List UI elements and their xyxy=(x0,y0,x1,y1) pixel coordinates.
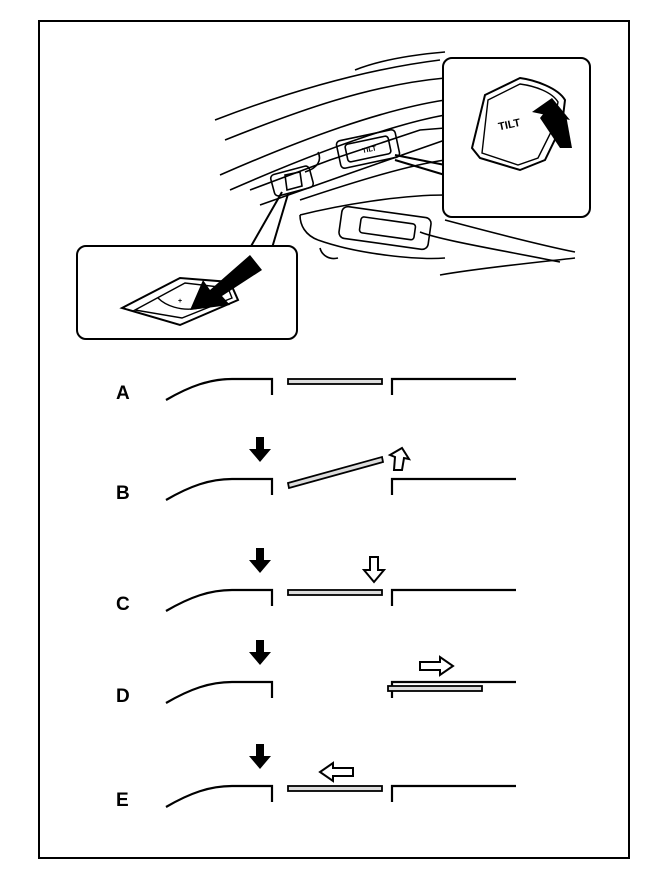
row-label-c: C xyxy=(116,594,130,615)
sunroof-glass-panel xyxy=(287,378,383,385)
rear-roof-line xyxy=(390,477,516,495)
slide-close-arrow-icon xyxy=(318,761,354,783)
rear-roof-line xyxy=(390,377,516,395)
sunroof-glass-panel xyxy=(287,589,383,596)
diagram-frame xyxy=(38,20,630,859)
row-label-d: D xyxy=(116,686,130,707)
slide-open-arrow-icon xyxy=(419,655,455,677)
rear-roof-line xyxy=(390,784,516,802)
slide-switch-detail: + xyxy=(76,245,298,340)
svg-text:+: + xyxy=(178,298,182,305)
tilt-up-arrow-icon xyxy=(387,446,412,471)
tilt-switch-label: TILT xyxy=(497,117,522,133)
button-press-arrow-icon xyxy=(249,548,271,573)
tilt-switch-label-small: TILT xyxy=(362,145,378,155)
sunroof-glass-panel xyxy=(286,455,385,490)
front-roof-line xyxy=(165,784,274,808)
button-press-arrow-icon xyxy=(249,744,271,769)
sunroof-glass-panel xyxy=(387,685,483,692)
rear-roof-line xyxy=(390,588,516,606)
front-roof-line xyxy=(165,477,274,501)
sunroof-glass-panel xyxy=(287,785,383,792)
press-arrow-icon xyxy=(190,255,262,310)
sunroof-sequence xyxy=(165,377,516,808)
row-label-b: B xyxy=(116,483,130,504)
button-press-arrow-icon xyxy=(249,640,271,665)
callout-leaders xyxy=(249,154,446,249)
rear-roof-line xyxy=(390,680,516,698)
front-roof-line xyxy=(165,680,274,704)
button-press-arrow-icon xyxy=(249,437,271,462)
tilt-switch-detail xyxy=(442,57,591,218)
overhead-console-illustration xyxy=(214,51,576,276)
tilt-down-arrow-icon xyxy=(361,556,387,584)
front-roof-line xyxy=(165,377,274,401)
front-roof-line xyxy=(165,588,274,612)
row-label-a: A xyxy=(116,383,130,404)
row-label-e: E xyxy=(116,790,129,811)
